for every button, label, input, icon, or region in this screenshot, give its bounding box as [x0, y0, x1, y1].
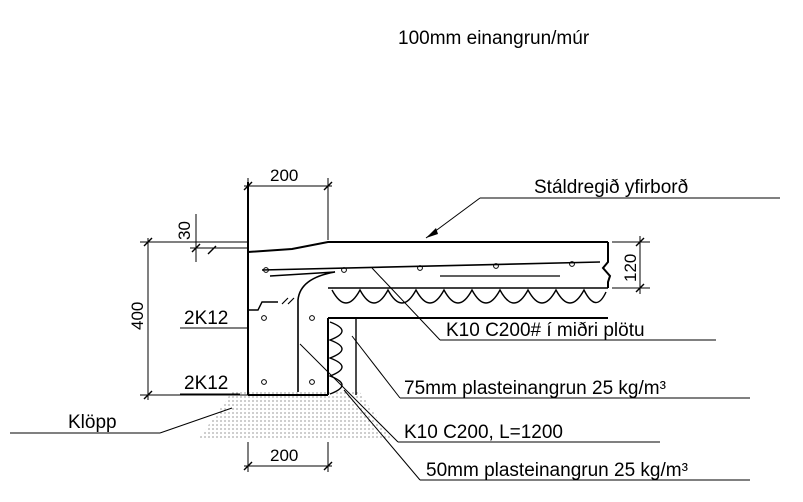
- label-insulation-50: 50mm plasteinangrun 25 kg/m³: [426, 460, 688, 481]
- label-surface: Stáldregið yfirborð: [534, 177, 688, 198]
- dimension-offset: 30: [175, 214, 248, 262]
- edge-insulation: [327, 318, 357, 395]
- label-rock: Klöpp: [68, 412, 117, 433]
- dimension-top-width: 200: [243, 166, 333, 240]
- dim-offset: 30: [175, 221, 194, 240]
- dimension-bottom-width: 200: [243, 442, 333, 472]
- dim-top-width: 200: [270, 166, 298, 185]
- rock-ground: [198, 392, 392, 440]
- dim-bottom-width: 200: [270, 446, 298, 465]
- label-rebar-bottom: 2K12: [184, 373, 228, 394]
- slab-insulation: [328, 287, 608, 319]
- drawing-title: 100mm einangrun/múr: [398, 28, 590, 49]
- label-insulation-75: 75mm plasteinangrun 25 kg/m³: [404, 378, 666, 399]
- floor-slab: [247, 241, 612, 319]
- leader-lines: [10, 197, 780, 481]
- foundation-wall: [247, 182, 329, 396]
- dim-height: 400: [128, 302, 147, 330]
- dim-slab-thickness: 120: [621, 254, 640, 282]
- rebar: [261, 261, 601, 392]
- label-rebar-top: 2K12: [184, 308, 228, 329]
- dimension-slab-thickness: 120: [612, 236, 650, 294]
- label-mesh: K10 C200# í miðri plötu: [446, 320, 645, 341]
- label-bar-k10: K10 C200, L=1200: [404, 422, 563, 443]
- dimension-height: 400: [128, 237, 248, 400]
